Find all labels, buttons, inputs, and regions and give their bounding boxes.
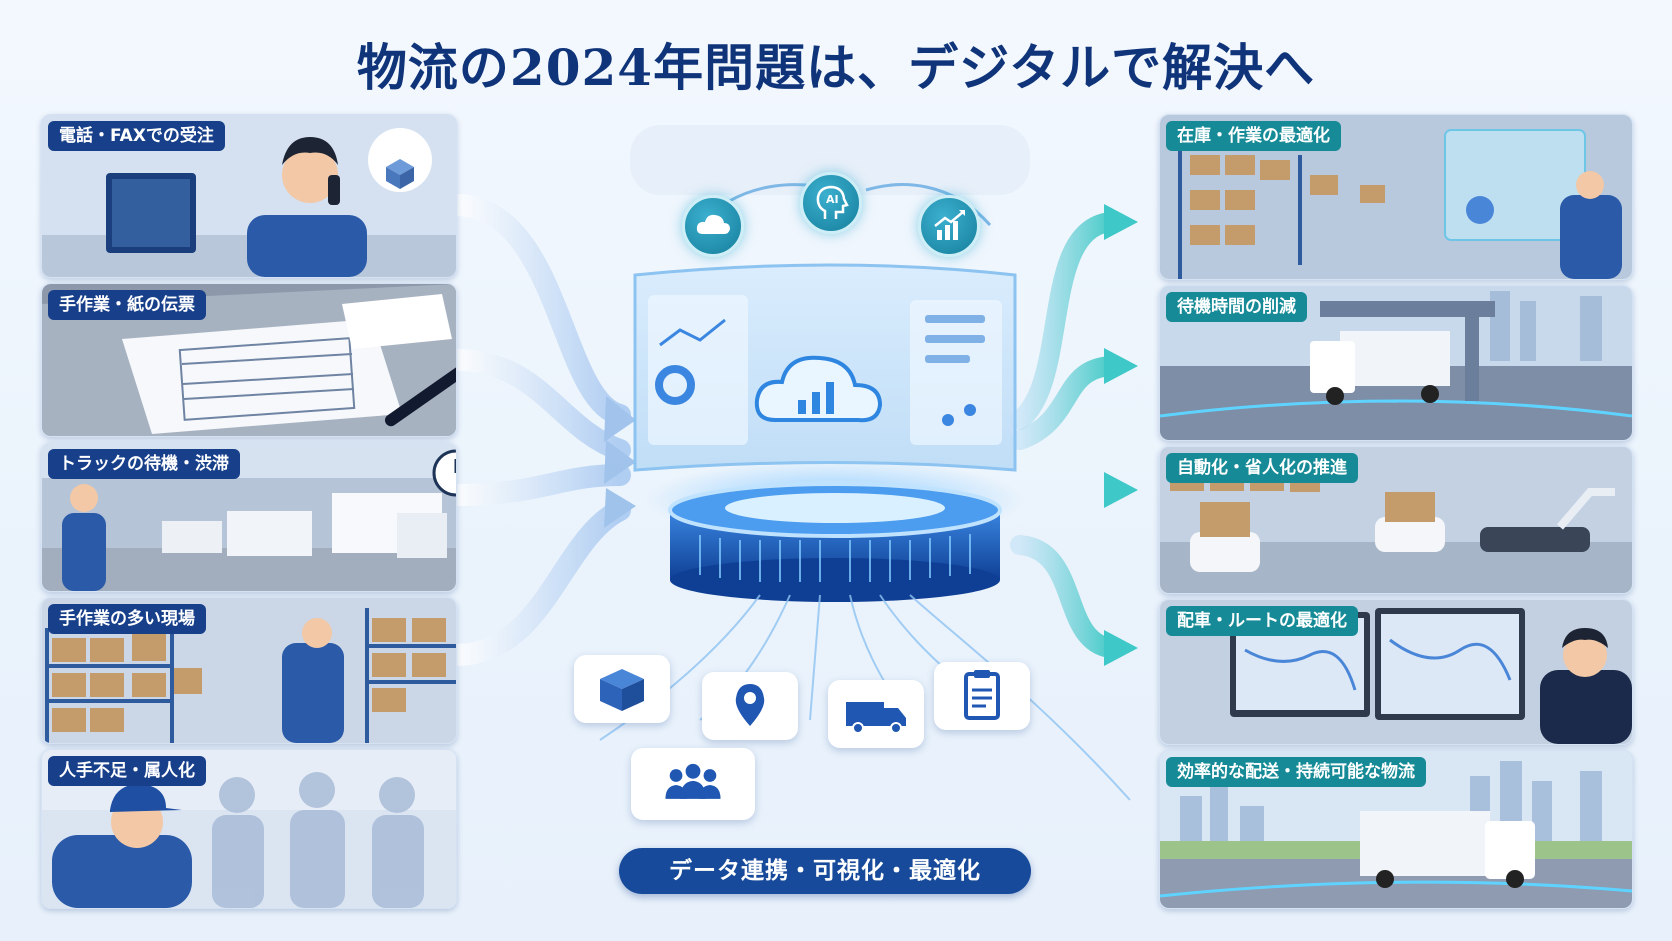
ai-text: AI <box>826 193 839 206</box>
panel-label: 配車・ルートの最適化 <box>1166 606 1358 636</box>
truck-icon <box>846 702 906 734</box>
box-icon <box>600 669 644 711</box>
panel-label: 手作業・紙の伝票 <box>48 290 206 320</box>
panel-label: 電話・FAXでの受注 <box>48 121 225 151</box>
page-title: 物流の2024年問題は、デジタルで解決へ <box>356 38 1316 97</box>
hub-pedestal <box>645 460 1025 602</box>
left-panel-labor-shortage: 人手不足・属人化 <box>41 749 457 909</box>
location-pin-icon <box>735 684 765 726</box>
hub-caption-badge: データ連携・可視化・最適化 <box>619 848 1031 894</box>
left-panel-manual-work: 手作業の多い現場 <box>41 597 457 744</box>
panel-label: トラックの待機・渋滞 <box>48 449 240 479</box>
ai-head-icon: AI <box>800 172 862 234</box>
panel-label: 自動化・省人化の推進 <box>1166 453 1358 483</box>
left-panel-truck-wait: トラックの待機・渋滞 <box>41 442 457 592</box>
dashboard-screen <box>633 263 1017 472</box>
right-flow-arrows <box>1010 204 1138 666</box>
clipboard-icon <box>964 670 1000 720</box>
people-icon <box>665 763 721 799</box>
panel-label: 在庫・作業の最適化 <box>1166 121 1341 151</box>
cloud-icon <box>682 195 744 257</box>
right-panel-sustainable: 効率的な配送・持続可能な物流 <box>1159 750 1633 909</box>
panel-label: 人手不足・属人化 <box>48 756 206 786</box>
right-panel-automation: 自動化・省人化の推進 <box>1159 446 1633 594</box>
left-panel-phone-fax: 電話・FAXでの受注 <box>41 114 457 278</box>
truck-queue-illustration <box>42 443 456 591</box>
right-panel-wait-time: 待機時間の削減 <box>1159 285 1633 441</box>
growth-chart-icon <box>918 195 980 257</box>
clipboard-tile <box>934 662 1030 730</box>
truck-gate-illustration <box>1160 286 1632 440</box>
right-panel-routing: 配車・ルートの最適化 <box>1159 599 1633 745</box>
left-panel-paper-slips: 手作業・紙の伝票 <box>41 283 457 437</box>
people-tile <box>631 748 755 820</box>
truck-tile <box>828 680 924 748</box>
panel-label: 効率的な配送・持続可能な物流 <box>1166 757 1426 787</box>
box-tile <box>574 655 670 723</box>
panel-label: 待機時間の削減 <box>1166 292 1307 322</box>
left-flow-arrows <box>444 194 636 666</box>
location-tile <box>702 672 798 740</box>
route-monitor-illustration <box>1160 600 1632 744</box>
office-phone-illustration <box>42 115 456 277</box>
world-map-dots <box>630 125 1030 195</box>
panel-label: 手作業の多い現場 <box>48 604 206 634</box>
right-panel-inventory: 在庫・作業の最適化 <box>1159 114 1633 280</box>
